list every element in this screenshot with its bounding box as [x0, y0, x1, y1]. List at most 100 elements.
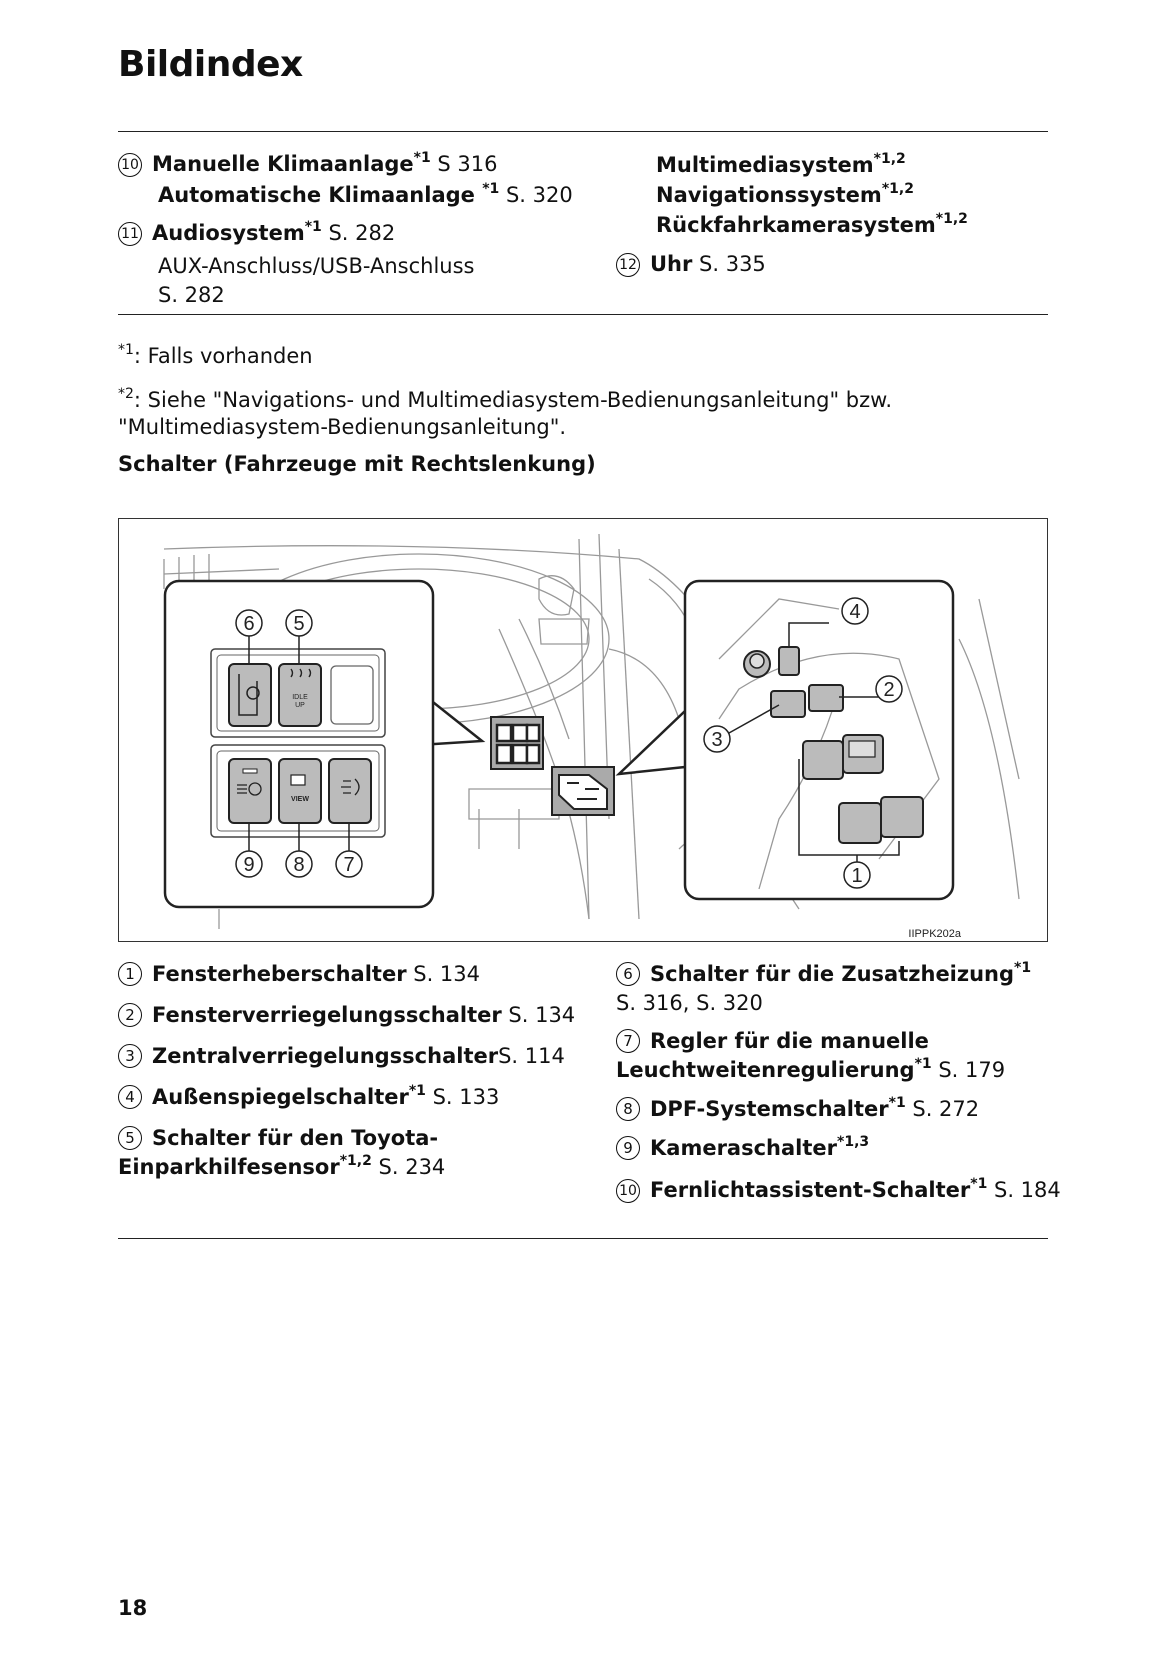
divider-mid	[118, 314, 1048, 315]
page-ref: S. 134	[406, 962, 481, 986]
callout-label: 1	[851, 865, 862, 887]
page-ref: S. 272	[905, 1097, 980, 1121]
callout-circle	[875, 675, 903, 703]
footnote-mark: *1	[118, 342, 134, 358]
legend-item-5-cont: Einparkhilfesensor*1,2 S. 234	[118, 1153, 445, 1182]
footnote-mark: *1,2	[873, 151, 906, 167]
page-ref: S. 320	[499, 183, 573, 207]
page-ref: S. 134	[501, 1003, 576, 1027]
legend-item-8: 8 DPF-Systemschalter*1 S. 272	[616, 1095, 979, 1124]
legend-title: Schalter für die Zusatzheizung	[650, 962, 1015, 986]
footnote-mark: *1	[914, 1056, 932, 1072]
illustration-svg: IDLE UP VIEW	[163, 533, 1020, 940]
page-ref: S. 234	[371, 1155, 446, 1179]
callout-label: 8	[293, 854, 304, 876]
footnote-mark: *1	[408, 1083, 426, 1099]
callout-number: 10	[616, 1179, 640, 1203]
footnote-2-line2: "Multimediasystem-Bedienungsanleitung".	[118, 415, 567, 439]
entry-auto-ac: Automatische Klimaanlage *1 S. 320	[158, 181, 573, 210]
callout-circle	[335, 850, 363, 878]
page-title: Bildindex	[118, 44, 303, 85]
legend-item-10: 10 Fernlichtassistent-Schalter*1 S. 184	[616, 1176, 1061, 1205]
callout-circle	[843, 861, 871, 889]
footnote-2: *2: Siehe "Navigations- und Multimediasy…	[118, 386, 892, 415]
page-ref: S. 133	[425, 1085, 500, 1109]
entry-title: Audiosystem	[152, 221, 305, 245]
legend-title: Regler für die manuelle	[650, 1029, 929, 1053]
entry-title: Uhr	[650, 252, 693, 276]
entry-title: Multimediasystem	[656, 153, 874, 177]
divider-bottom	[118, 1238, 1048, 1239]
callout-circle	[841, 597, 869, 625]
legend-title: DPF-Systemschalter	[650, 1097, 889, 1121]
entry-manual-ac: 10 Manuelle Klimaanlage*1 S 316	[118, 150, 497, 179]
legend-title: Schalter für den Toyota-	[152, 1126, 439, 1150]
entry-aux-usb-page: S. 282	[158, 283, 225, 307]
legend-title: Einparkhilfesensor	[118, 1155, 340, 1179]
callout-label: 4	[849, 601, 860, 623]
idle-label: IDLE	[292, 694, 308, 701]
footnote-mark: *1	[888, 1095, 906, 1111]
footnote-text: : Siehe "Navigations- und Multimediasyst…	[133, 388, 893, 412]
footnote-mark: *1,2	[339, 1153, 372, 1169]
callout-number: 12	[616, 253, 640, 277]
callout-label: 3	[711, 729, 722, 751]
callout-circle	[285, 850, 313, 878]
footnote-mark: *1	[970, 1176, 988, 1192]
callout-label: 2	[883, 679, 894, 701]
entry-title: Navigationssystem	[656, 183, 882, 207]
section-heading: Schalter (Fahrzeuge mit Rechtslenkung)	[118, 452, 596, 476]
legend-item-7-cont: Leuchtweitenregulierung*1 S. 179	[616, 1056, 1005, 1085]
legend-title: Zentralverriegelungsschalter	[152, 1044, 499, 1068]
callout-circle	[285, 609, 313, 637]
footnote-mark: *2	[118, 386, 134, 402]
callout-number: 7	[616, 1029, 640, 1053]
center-switch-cluster	[490, 716, 615, 816]
up-label: UP	[295, 702, 305, 709]
legend-item-7: 7 Regler für die manuelle	[616, 1027, 929, 1056]
page-ref: S 316	[430, 152, 498, 176]
footnote-mark: *1,2	[881, 181, 914, 197]
right-zoom-panel	[615, 579, 955, 901]
callout-number: 5	[118, 1126, 142, 1150]
entry-title: Automatische Klimaanlage	[158, 183, 483, 207]
legend-item-1: 1 Fensterheberschalter S. 134	[118, 960, 480, 989]
callout-number: 11	[118, 222, 142, 246]
legend-title: Fensterverriegelungsschalter	[152, 1003, 502, 1027]
callout-label: 7	[343, 854, 354, 876]
page-ref: S. 179	[931, 1058, 1006, 1082]
legend-item-5: 5 Schalter für den Toyota-	[118, 1124, 438, 1153]
page-ref: S. 114	[498, 1044, 565, 1068]
callout-label: 5	[293, 613, 304, 635]
switch-illustration: IDLE UP VIEW	[118, 518, 1048, 942]
view-label: VIEW	[291, 796, 309, 803]
page-number: 18	[118, 1596, 148, 1620]
callout-number: 10	[118, 153, 142, 177]
entry-rear-camera: Rückfahrkamerasystem*1,2	[656, 211, 968, 240]
footnote-1: *1: Falls vorhanden	[118, 342, 313, 371]
legend-title: Fernlichtassistent-Schalter	[650, 1178, 971, 1202]
footnote-mark: *1	[1014, 960, 1032, 976]
footnote-mark: *1	[413, 150, 431, 166]
left-zoom-panel: IDLE UP VIEW	[163, 579, 486, 909]
divider-top	[118, 131, 1048, 132]
footnote-mark: *1,3	[837, 1134, 870, 1150]
callout-number: 4	[118, 1085, 142, 1109]
callout-label: 6	[243, 613, 254, 635]
callout-circle	[235, 850, 263, 878]
entry-title: Manuelle Klimaanlage	[152, 152, 414, 176]
callout-number: 8	[616, 1097, 640, 1121]
legend-title: Fensterheberschalter	[152, 962, 407, 986]
figure-code: IIPPK202a	[908, 928, 961, 940]
legend-item-6-cont: S. 316, S. 320	[616, 991, 763, 1015]
page-ref: S. 184	[987, 1178, 1061, 1202]
callout-number: 1	[118, 962, 142, 986]
